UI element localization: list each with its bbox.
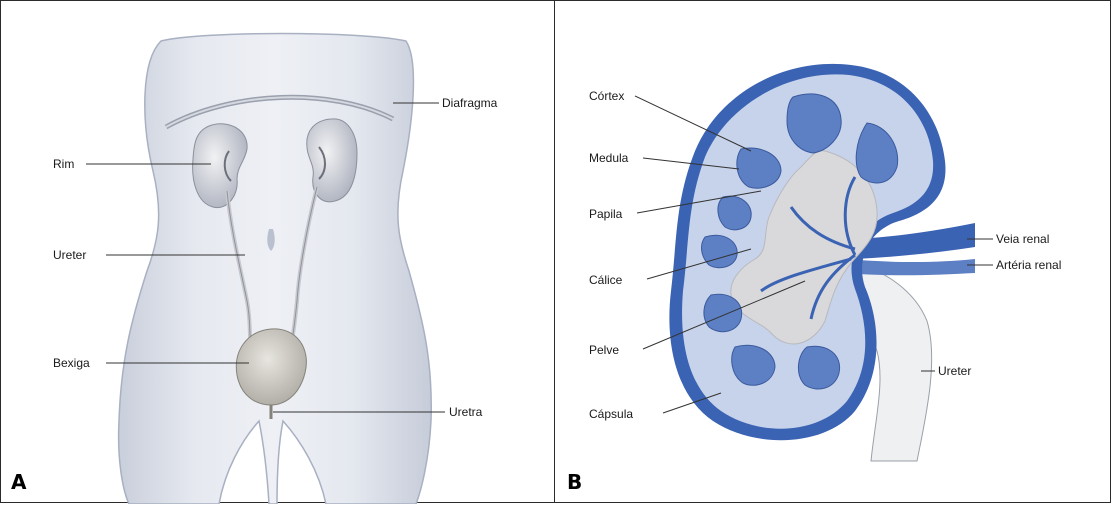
label-urethra: Uretra — [449, 405, 483, 419]
label-medulla: Medula — [589, 151, 629, 165]
panel-letter-a: A — [11, 470, 27, 494]
label-ureter-b: Ureter — [938, 364, 971, 378]
label-kidney: Rim — [53, 157, 74, 171]
label-calyx: Cálice — [589, 273, 623, 287]
panel-a-urinary-system: Diafragma Rim Ureter Bexiga Uretra A — [0, 0, 555, 503]
label-renal-vein: Veia renal — [996, 232, 1049, 246]
label-pelvis: Pelve — [589, 343, 619, 357]
torso-outline — [119, 34, 432, 505]
panel-b-kidney-section: Córtex Medula Papila Cálice Pelve Cápsul… — [554, 0, 1111, 503]
label-renal-artery: Artéria renal — [996, 258, 1061, 272]
renal-artery — [845, 259, 975, 275]
label-diaphragm: Diafragma — [442, 96, 498, 110]
label-ureter-a: Ureter — [53, 248, 86, 262]
right-kidney — [307, 119, 357, 202]
label-cortex: Córtex — [589, 89, 624, 103]
urinary-system-illustration: Diafragma Rim Ureter Bexiga Uretra A — [1, 1, 556, 504]
kidney-cross-section-illustration: Córtex Medula Papila Cálice Pelve Cápsul… — [555, 1, 1111, 504]
label-capsule: Cápsula — [589, 407, 633, 421]
panel-letter-b: B — [567, 470, 582, 494]
label-papilla: Papila — [589, 207, 623, 221]
label-bladder: Bexiga — [53, 356, 90, 370]
